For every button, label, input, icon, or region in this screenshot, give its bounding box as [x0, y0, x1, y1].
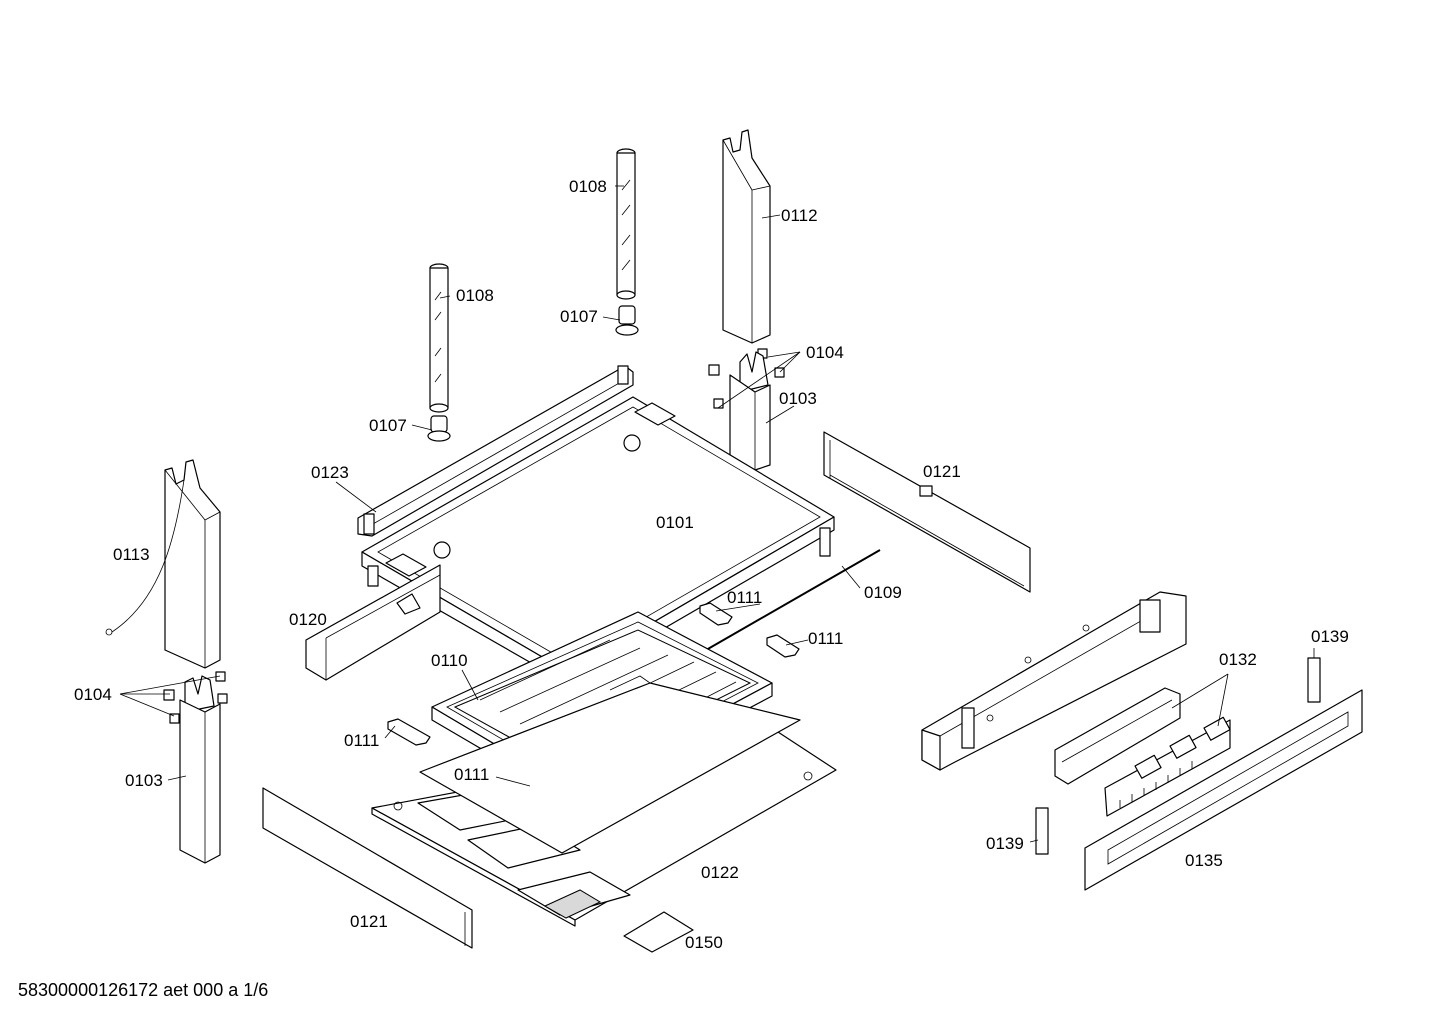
part-control-chassis	[921, 591, 1187, 771]
label-0139-lower: 0139	[986, 834, 1024, 853]
document-code: 58300000126172 aet 000 a 1/6	[18, 980, 269, 1000]
leader-lines	[119, 185, 1315, 843]
label-0121-rear: 0121	[923, 462, 961, 481]
label-0108-center: 0108	[569, 177, 607, 196]
part-0104-clips-right	[708, 348, 785, 409]
part-0112-upright	[722, 129, 771, 344]
part-0121-panel-front	[262, 787, 473, 949]
label-0139-upper: 0139	[1311, 627, 1349, 646]
part-0107-cap-center	[615, 305, 639, 336]
label-0103-left: 0103	[125, 771, 163, 790]
label-0104-right: 0104	[806, 343, 844, 362]
label-0111-c: 0111	[344, 731, 379, 750]
label-0123: 0123	[311, 463, 349, 482]
label-0150: 0150	[685, 933, 723, 952]
callout-labels: 0108 0112 0108 0107 0104 0103 0107 0121 …	[74, 177, 1349, 952]
label-0104-left: 0104	[74, 685, 112, 704]
label-0132: 0132	[1219, 650, 1257, 669]
part-0107-cap-left	[427, 415, 451, 442]
part-0132-board-upper	[1054, 687, 1181, 785]
part-0108-tube-left	[429, 263, 449, 413]
part-0111-under-plate	[419, 682, 801, 854]
part-0120-rail	[305, 564, 441, 681]
label-0113: 0113	[113, 545, 150, 564]
part-0113-upright	[105, 459, 221, 669]
label-0108-left: 0108	[456, 286, 494, 305]
part-0111-clip-c	[387, 718, 431, 746]
label-0111-d: 0111	[454, 765, 489, 784]
part-0103-post-left	[179, 699, 221, 864]
part-0135-fascia	[1084, 689, 1363, 891]
label-0111-b: 0111	[808, 629, 843, 648]
label-0135: 0135	[1185, 851, 1223, 870]
part-0104-clips-left	[163, 671, 228, 724]
label-0109: 0109	[864, 583, 902, 602]
label-0111-a: 0111	[727, 588, 762, 607]
label-0120: 0120	[289, 610, 327, 629]
label-0122: 0122	[701, 863, 739, 882]
label-0121-front: 0121	[350, 912, 388, 931]
label-0112: 0112	[781, 206, 818, 225]
label-0110: 0110	[431, 651, 468, 670]
part-0150-label	[623, 911, 694, 953]
part-0132-board-lower	[1104, 716, 1231, 817]
part-0111-clip-b	[766, 634, 800, 658]
part-0139-lower	[1035, 807, 1049, 855]
label-0107-left: 0107	[369, 416, 407, 435]
label-0107-center: 0107	[560, 307, 598, 326]
part-0139-upper	[1307, 657, 1321, 703]
label-0101: 0101	[656, 513, 694, 532]
part-0111-clip-a	[699, 602, 733, 626]
label-0103-right: 0103	[779, 389, 817, 408]
part-0123-rail	[357, 365, 634, 537]
part-0103-post-right	[729, 374, 771, 471]
part-0121-panel-rear	[823, 431, 1031, 593]
part-0108-tube-center	[616, 148, 636, 300]
